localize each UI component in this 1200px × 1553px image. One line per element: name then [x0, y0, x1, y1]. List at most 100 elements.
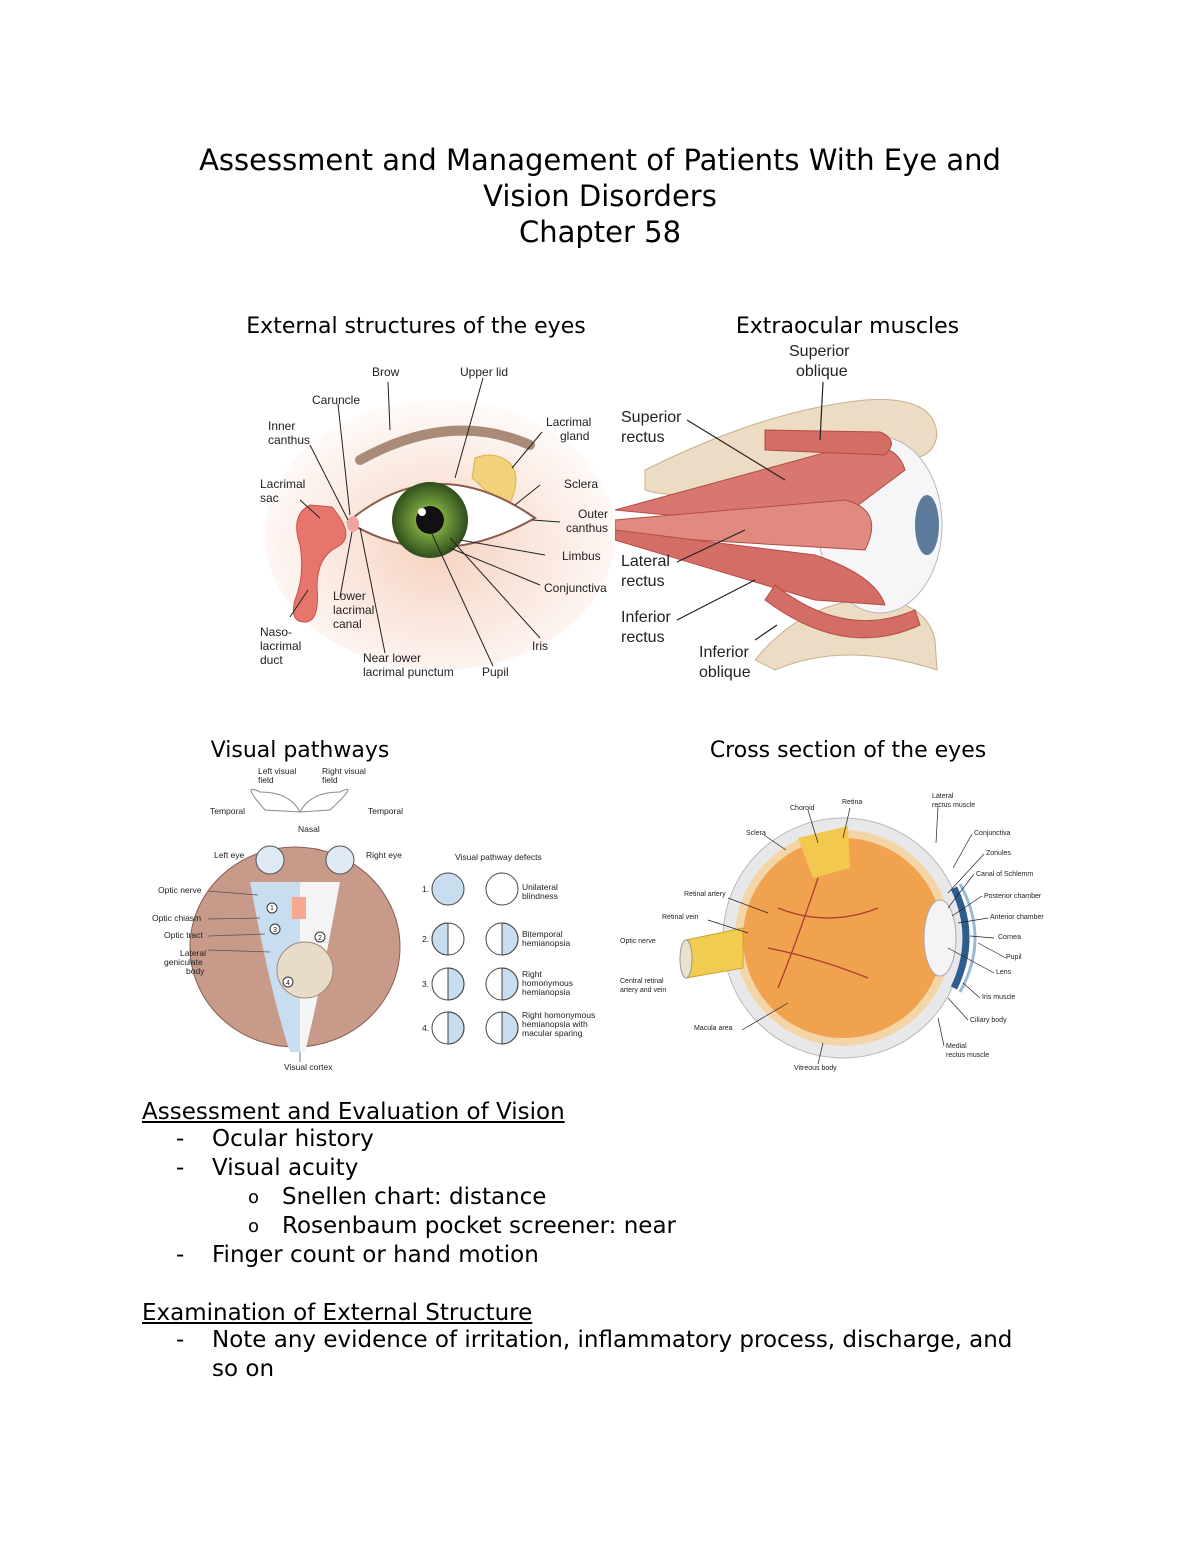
- label-defect-4c: macular sparing: [522, 1028, 583, 1038]
- lesion-3: 3: [273, 927, 277, 934]
- leader-lines: [289, 377, 561, 667]
- label-inferior-oblique-2: oblique: [699, 664, 751, 681]
- lesion-1: 1: [270, 905, 274, 912]
- label-inner-canthus-1: Inner: [268, 419, 295, 433]
- external-list: -Note any evidence of irritation, inflam…: [142, 1326, 1012, 1384]
- label-defect-1a: Unilateral: [522, 882, 558, 892]
- label-punctum-2: lacrimal punctum: [363, 665, 454, 679]
- label-nasolacrimal-3: duct: [260, 653, 283, 667]
- label-conjunctiva: Conjunctiva: [974, 830, 1011, 837]
- superior-oblique-muscle: [764, 429, 892, 456]
- label-outer-canthus-2: canthus: [566, 521, 608, 535]
- external-structures-title: External structures of the eyes: [246, 314, 586, 339]
- label-canal-schlemm: Canal of Schlemm: [976, 871, 1033, 878]
- label-conjunctiva: Conjunctiva: [544, 581, 607, 595]
- label-lower-canal-1: Lower: [333, 589, 366, 603]
- label-iris-muscle: Iris muscle: [982, 994, 1016, 1001]
- label-pupil: Pupil: [482, 665, 509, 679]
- right-visual-field: [299, 788, 349, 813]
- label-vitreous: Vitreous body: [794, 1065, 837, 1072]
- brow-shape: [355, 425, 535, 465]
- lesion-numbers: 1 2 3 4: [266, 902, 326, 988]
- label-superior-oblique-1: Superior: [789, 343, 850, 360]
- left-visual-field: [250, 788, 301, 813]
- cross-section-title: Cross section of the eyes: [709, 738, 987, 763]
- label-lower-canal-3: canal: [333, 617, 362, 631]
- label-lacrimal-sac-2: sac: [260, 491, 279, 505]
- label-optic-nerve: Optic nerve: [158, 885, 202, 895]
- label-lateral-rectus-2: rectus muscle: [932, 802, 975, 809]
- label-brow: Brow: [372, 365, 400, 379]
- brainstem: [276, 941, 334, 999]
- cross-leader-lines: [707, 805, 1007, 1065]
- muscle-leader-lines: [676, 381, 824, 641]
- label-lateral-rectus-1: Lateral: [932, 793, 954, 800]
- label-limbus: Limbus: [562, 549, 601, 563]
- label-superior-rectus-2: rectus: [621, 429, 665, 446]
- label-defect-num-4: 4.: [422, 1023, 429, 1033]
- label-ciliary-body: Ciliary body: [970, 1017, 1007, 1024]
- label-lens: Lens: [996, 969, 1012, 976]
- lateral-rectus-muscle: [615, 499, 873, 551]
- label-defect-num-2: 2.: [422, 934, 429, 944]
- label-right-eye: Right eye: [366, 850, 402, 860]
- optic-nerve-end: [679, 939, 693, 979]
- label-defects-title: Visual pathway defects: [455, 852, 542, 862]
- label-lateral-rectus-1: Lateral: [621, 553, 670, 570]
- label-nasolacrimal-1: Naso-: [260, 625, 292, 639]
- extraocular-muscles-diagram: Superior oblique Superior rectus Lateral…: [615, 343, 943, 681]
- label-defect-1b: blindness: [522, 891, 558, 901]
- retinal-vessels: [767, 877, 879, 989]
- retina-shape: [743, 838, 943, 1038]
- label-defect-4a: Right homonymous: [522, 1010, 595, 1020]
- label-anterior-chamber: Anterior chamber: [990, 914, 1044, 921]
- label-medial-rectus-1: Medial: [946, 1043, 967, 1050]
- label-defect-2a: Bitemporal: [522, 929, 563, 939]
- label-lateral-rectus-2: rectus: [621, 573, 665, 590]
- caruncle-shape: [347, 516, 359, 532]
- label-temporal-right: Temporal: [368, 806, 403, 816]
- label-defect-3c: hemianopsia: [522, 987, 570, 997]
- section-heading-external: Examination of External Structure: [142, 1300, 533, 1326]
- label-posterior-chamber: Posterior chamber: [984, 893, 1042, 900]
- defect-panels: [431, 872, 519, 1045]
- label-optic-tract: Optic tract: [164, 930, 203, 940]
- lesion-4: 4: [286, 980, 290, 987]
- label-defect-2b: hemianopsia: [522, 938, 570, 948]
- label-lacrimal-gland-1: Lacrimal: [546, 415, 591, 429]
- label-defect-3a: Right: [522, 969, 542, 979]
- label-optic-chiasm: Optic chiasm: [152, 913, 201, 923]
- label-sclera: Sclera: [746, 830, 766, 837]
- section-assessment: Assessment and Evaluation of Vision -Ocu…: [142, 1099, 676, 1270]
- label-choroid: Choroid: [790, 805, 815, 812]
- left-visual-cortex: [250, 882, 300, 1052]
- label-central-retinal-1: Central retinal: [620, 978, 664, 985]
- label-defect-num-3: 3.: [422, 979, 429, 989]
- retina-layer-cut: [798, 826, 850, 878]
- label-cornea: Cornea: [998, 934, 1021, 941]
- label-nasal: Nasal: [298, 824, 320, 834]
- label-inferior-rectus-1: Inferior: [621, 609, 671, 626]
- label-central-retinal-2: artery and vein: [620, 987, 666, 994]
- chiasm-lesion: [292, 897, 306, 919]
- muscle-labels: Superior oblique Superior rectus Lateral…: [621, 343, 850, 681]
- left-eye: [255, 845, 285, 875]
- title-line-2: Vision Disorders: [483, 179, 717, 213]
- pupil-highlight: [418, 508, 426, 516]
- label-left-eye: Left eye: [214, 850, 245, 860]
- pathway-leader-lines: [207, 890, 301, 1062]
- title-line-3: Chapter 58: [518, 215, 682, 249]
- inferior-oblique-muscle: [764, 584, 921, 639]
- label-left-visual-field-2: field: [258, 775, 274, 785]
- cornea-iris: [915, 495, 939, 555]
- label-right-visual-field-2: field: [322, 775, 338, 785]
- label-pupil: Pupil: [1006, 954, 1022, 961]
- label-punctum-1: Near lower: [363, 651, 421, 665]
- label-lgb-2: geniculate: [164, 957, 203, 967]
- label-nasolacrimal-2: lacrimal: [260, 639, 301, 653]
- external-labels: Brow Upper lid Caruncle Inner canthus La…: [260, 365, 608, 679]
- cross-section-diagram: Choroid Retina Lateral rectus muscle Scl…: [620, 793, 1044, 1072]
- label-retinal-artery: Retinal artery: [684, 891, 726, 898]
- label-sclera: Sclera: [564, 477, 598, 491]
